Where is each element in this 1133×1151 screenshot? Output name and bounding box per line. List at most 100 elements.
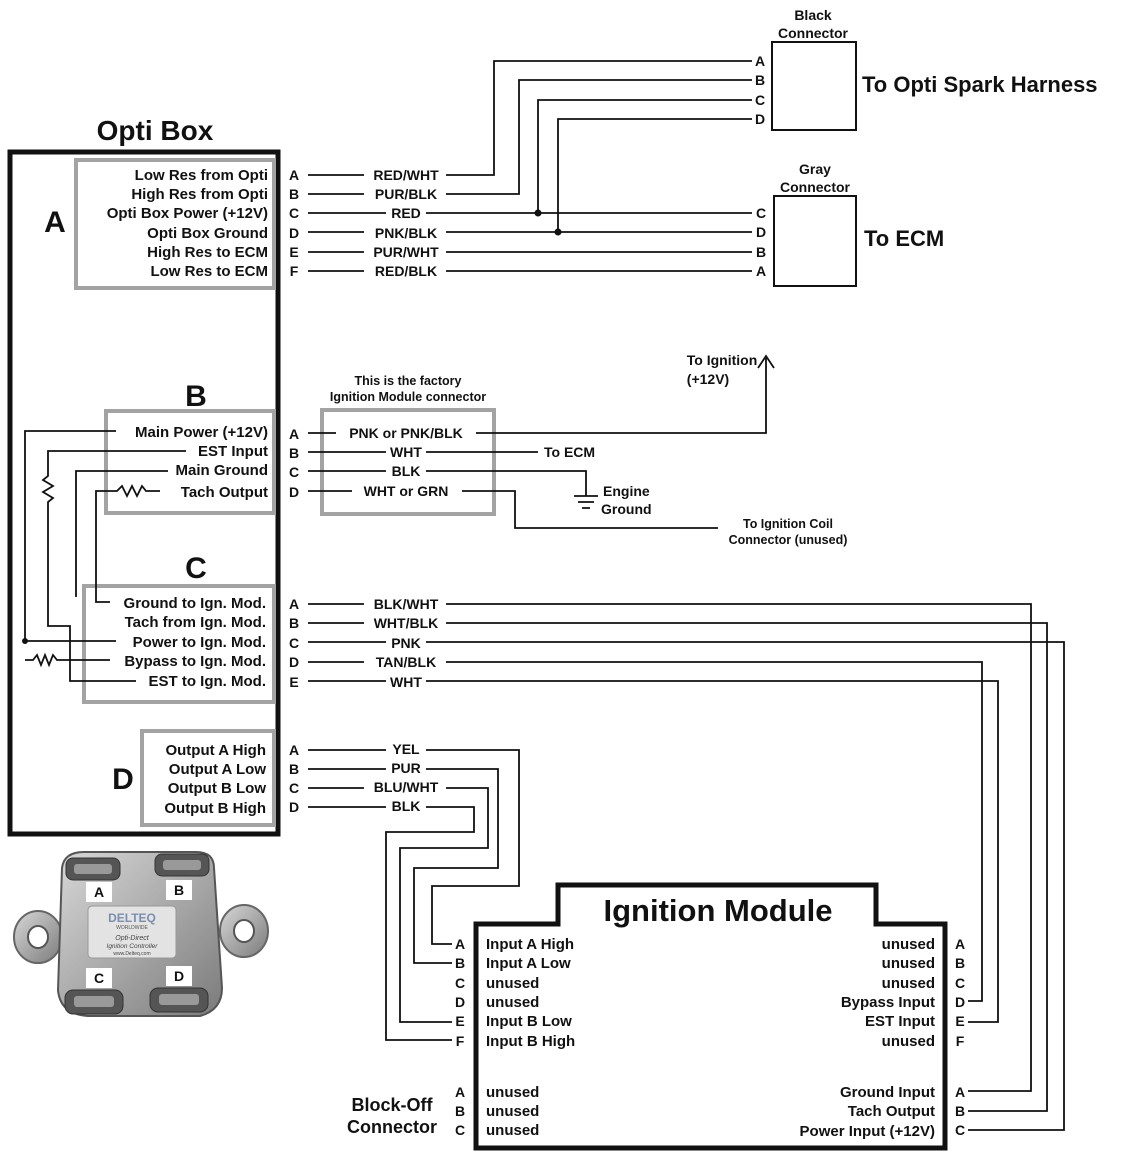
pin-label: Low Res to ECM [150,263,268,280]
group-c-letter: C [185,552,207,585]
wire-color: WHT/BLK [374,615,439,631]
wire-color: BLK [392,463,421,479]
factory-connector-box [320,408,496,516]
pin-letter: C [289,464,299,480]
pin-label: Output B Low [168,780,267,797]
photo-port-c: C [94,970,104,986]
blockoff-pin-label: unused [486,1084,539,1101]
photo-logo: DELTEQ [108,911,156,925]
blockoff-label: Block-Off [352,1095,434,1115]
module-pin: E [955,1013,964,1029]
group-b-rows: Main Power (+12V) EST Input Main Ground … [135,424,463,501]
wire-color: PNK/BLK [375,225,437,241]
pin-label: Main Ground [176,462,269,479]
module-pin: A [955,1084,965,1100]
group-a-letter: A [44,206,66,239]
pin-letter: B [289,761,299,777]
product-photo: A B C D DELTEQ WORLDWIDE Opti-Direct Ign… [13,851,269,1017]
connector-pin: A [756,263,766,279]
pin-label: Opti Box Power (+12V) [107,205,268,222]
wire-color: RED [391,205,421,221]
connector-pin: C [755,92,765,108]
module-pin: A [955,936,965,952]
pin-letter: E [289,674,298,690]
wire-color: PUR/BLK [375,186,437,202]
blockoff-pin-label: unused [486,1122,539,1139]
module-pin: E [455,1013,464,1029]
module-pin-label: Ground Input [840,1084,935,1101]
group-c-wires [308,603,1065,1131]
connector-pin: B [755,72,765,88]
group-a-wires [308,60,752,272]
pin-letter: D [289,799,299,815]
module-pin-label: unused [486,975,539,992]
ignition-module-title: Ignition Module [603,893,832,928]
factory-connector: This is the factory Ignition Module conn… [320,374,496,516]
coil-label: To Ignition Coil [743,517,833,531]
module-pin-label: Bypass Input [841,994,935,1011]
wire-color: BLK [392,798,421,814]
connector-pin: D [756,224,766,240]
pin-letter: A [289,596,299,612]
module-pin-label: Input B High [486,1033,575,1050]
pin-label: High Res from Opti [131,186,268,203]
photo-port-b: B [174,882,184,898]
module-pin-label: Input B Low [486,1013,572,1030]
group-d-rows: Output A High Output A Low Output B Low … [164,741,438,817]
pin-label: Ground to Ign. Mod. [124,595,266,612]
wire-color: WHT [390,674,422,690]
engine-ground-label: Engine [603,483,650,499]
internal-jumpers [22,430,186,682]
pin-letter: A [289,742,299,758]
photo-port-a: A [94,884,104,900]
module-pin: B [955,1103,965,1119]
pin-label: Output A Low [169,761,267,778]
pin-label: Output A High [165,742,266,759]
connector-pin: B [756,244,766,260]
wire-color: RED/BLK [375,263,437,279]
wire-color: PNK or PNK/BLK [349,425,463,441]
pin-letter: A [289,167,299,183]
group-a-rows: Low Res from Opti High Res from Opti Opt… [107,167,439,280]
wire-color: PNK [391,635,421,651]
connector-pin: C [756,205,766,221]
opti-box-outline [7,149,281,837]
wire-color: TAN/BLK [376,654,436,670]
pin-letter: D [289,484,299,500]
module-pin: D [955,994,965,1010]
pin-letter: C [289,780,299,796]
factory-caption-2: Ignition Module connector [330,390,486,404]
wire-color: YEL [392,741,420,757]
pin-letter: C [289,635,299,651]
photo-caption-2: Ignition Controller [107,943,159,950]
group-d-box [140,729,276,827]
blockoff-pin: C [455,1122,465,1138]
black-connector-body [771,41,857,131]
engine-ground-label-2: Ground [601,501,652,517]
wire-color: WHT or GRN [364,483,449,499]
group-c-box [82,584,276,704]
module-pin-label: EST Input [865,1013,935,1030]
photo-url: www.Delteq.com [113,951,150,957]
module-pin: F [456,1033,465,1049]
pin-label: Tach from Ign. Mod. [125,614,266,631]
module-pin-label: Input A High [486,936,574,953]
pin-letter: C [289,205,299,221]
pin-label: EST to Ign. Mod. [149,673,266,690]
wire-color: PUR [391,760,421,776]
factory-caption: This is the factory [355,374,462,388]
wire-color: PUR/WHT [373,244,439,260]
pin-label: High Res to ECM [147,244,268,261]
connector-pin: D [755,111,765,127]
pin-letter: D [289,225,299,241]
module-pin: B [955,955,965,971]
to-ecm-label: To ECM [544,444,595,460]
ignition-module-outline [473,882,948,1151]
module-pin-label: unused [882,975,935,992]
group-d-wires [308,749,520,1041]
module-pin-label: unused [486,994,539,1011]
pin-letter: D [289,654,299,670]
photo-port-d: D [174,968,184,984]
black-connector-name: Black [794,7,832,23]
module-pin-label: Tach Output [848,1103,935,1120]
